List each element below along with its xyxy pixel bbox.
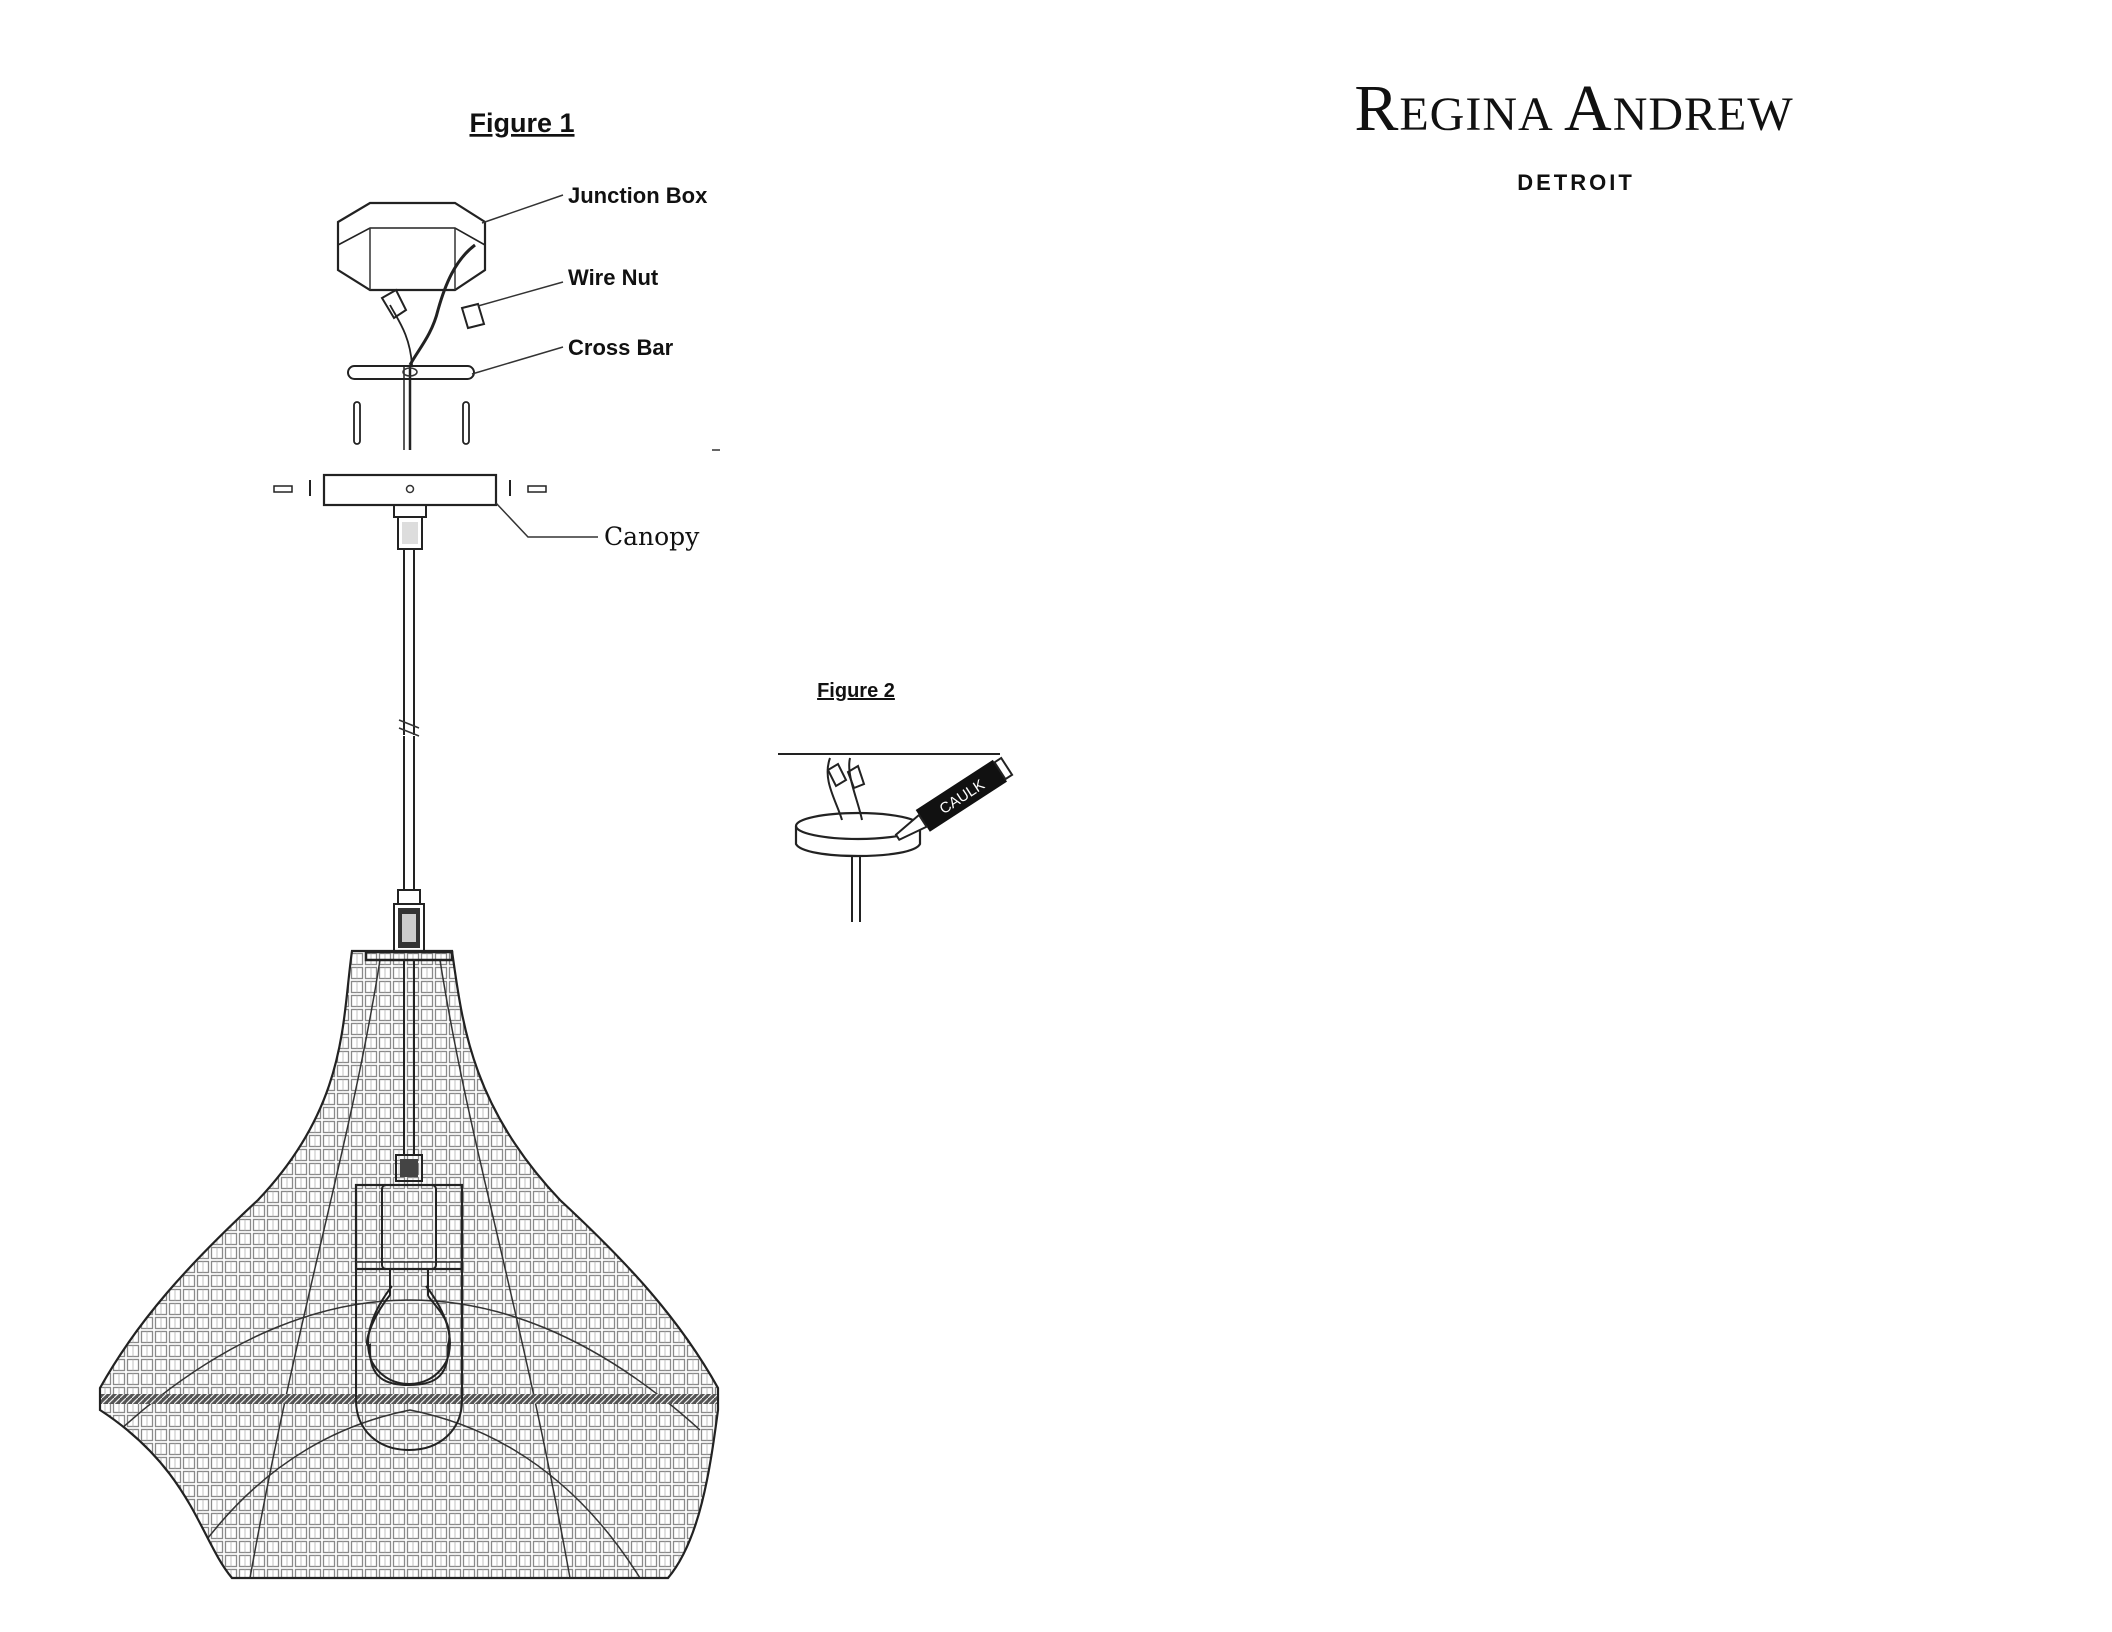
pendant-shade-drawing <box>90 940 730 1590</box>
brand-name: REGINA ANDREW <box>1354 72 1793 145</box>
junction-box-drawing <box>338 203 485 290</box>
canopy-drawing <box>274 450 720 505</box>
cross-bar-leader <box>472 347 563 374</box>
brand-logo: REGINA ANDREW DETROIT <box>1354 72 1793 195</box>
canopy-leader <box>496 503 598 537</box>
figure-2-title: Figure 2 <box>817 680 895 702</box>
figure-2-canopy-drawing <box>796 758 920 922</box>
figure-2: Figure 2 CAULK <box>778 680 1014 922</box>
canopy-label: Canopy <box>604 522 700 551</box>
junction-box-leader <box>482 195 563 223</box>
wire-nut-label: Wire Nut <box>568 265 659 290</box>
cord-drawing <box>394 505 426 952</box>
figure-1-title: Figure 1 <box>469 108 574 138</box>
caulk-tube-icon: CAULK <box>891 756 1014 849</box>
cross-bar-label: Cross Bar <box>568 335 674 360</box>
brand-city: DETROIT <box>1517 170 1635 195</box>
figure-1: Figure 1 Junction Box Wire Nut <box>90 108 730 1590</box>
junction-box-label: Junction Box <box>568 183 708 208</box>
shade-band <box>101 1394 717 1404</box>
wire-nut-leader <box>478 282 563 306</box>
